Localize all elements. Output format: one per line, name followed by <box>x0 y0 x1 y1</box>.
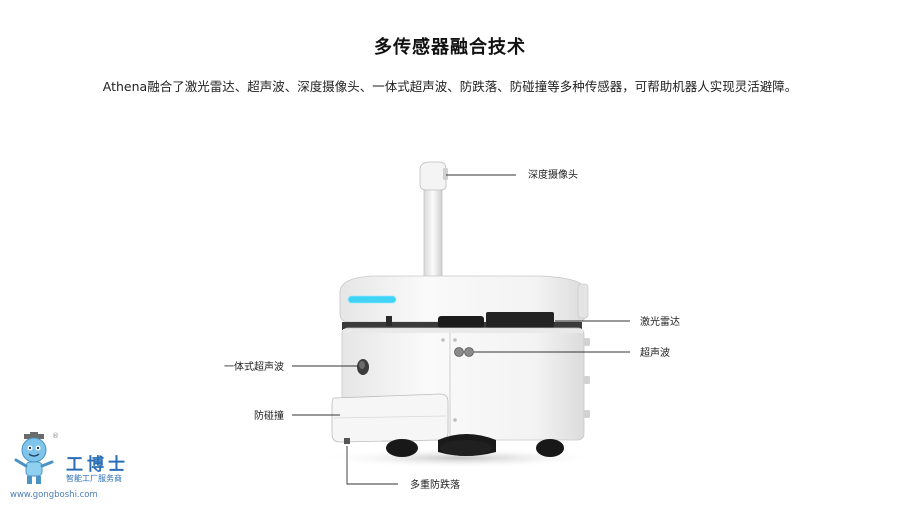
label-ultrasonic: 超声波 <box>640 346 670 359</box>
lidar-module <box>342 312 582 330</box>
integrated-ultrasonic-sensor <box>357 359 369 375</box>
brand-url: www.gongboshi.com <box>10 490 98 500</box>
callout-lines <box>292 174 630 485</box>
registered-mark: ® <box>52 432 59 440</box>
brand-watermark: ® 工博士 智能工厂服务商 www.gongboshi.com <box>8 430 138 505</box>
mascot-icon <box>14 432 54 484</box>
status-light-strip <box>348 296 396 303</box>
anti-fall-sensor <box>344 438 350 444</box>
label-lidar: 激光雷达 <box>640 315 680 328</box>
label-anti-collision: 防碰撞 <box>254 409 284 422</box>
page-title: 多传感器融合技术 <box>374 37 526 58</box>
label-depth-camera: 深度摄像头 <box>528 168 578 181</box>
page-subtitle: Athena融合了激光雷达、超声波、深度摄像头、一体式超声波、防跌落、防碰撞等多… <box>102 79 798 94</box>
top-disc <box>339 275 589 323</box>
brand-name: 工博士 <box>66 455 129 475</box>
label-anti-fall: 多重防跌落 <box>410 478 460 491</box>
label-integrated-ultrasonic: 一体式超声波 <box>224 360 284 373</box>
drive-wheels <box>386 434 564 457</box>
anti-collision-bumper <box>331 393 449 443</box>
brand-tagline: 智能工厂服务商 <box>66 474 122 483</box>
ultrasonic-sensor-pair <box>454 347 474 357</box>
depth-camera-mast <box>419 161 448 281</box>
